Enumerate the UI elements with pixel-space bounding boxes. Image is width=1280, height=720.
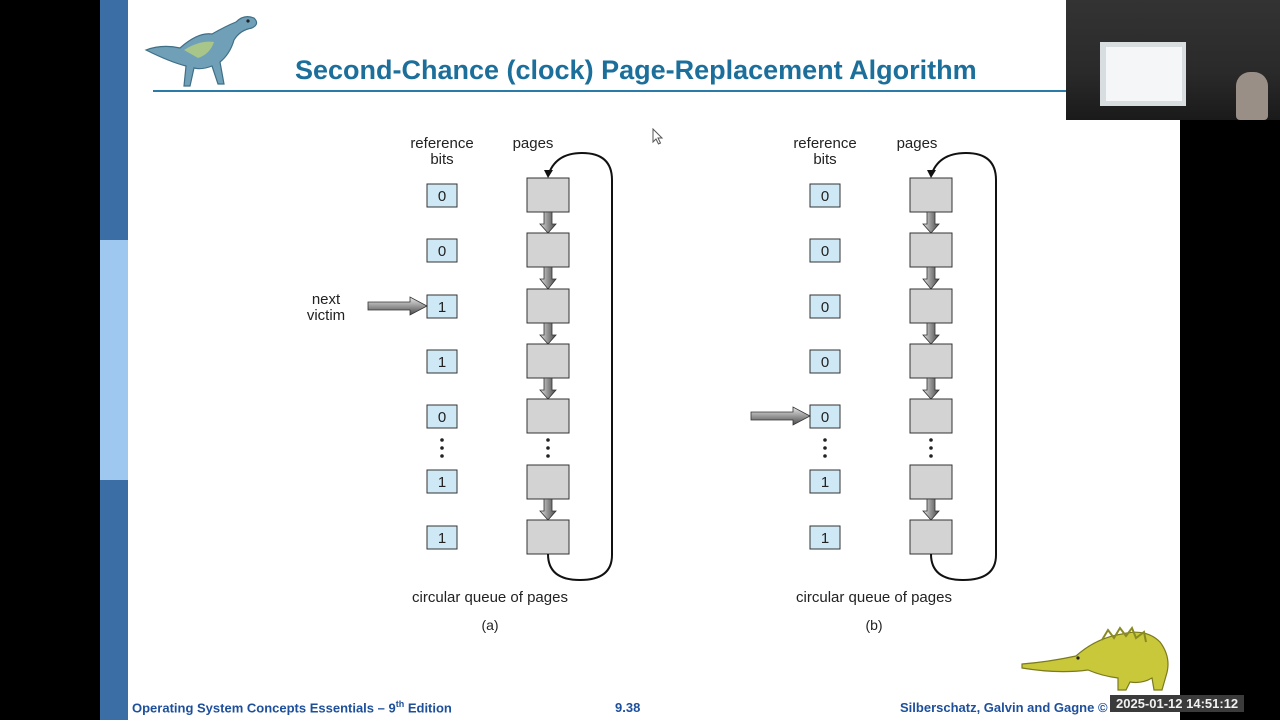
bit-box xyxy=(426,238,458,263)
bit-value: 0 xyxy=(438,188,446,205)
dinosaur-footer-icon xyxy=(1021,625,1169,691)
bit-box xyxy=(809,404,841,429)
page-box xyxy=(526,343,570,379)
next-victim-label-line2: victim xyxy=(307,307,345,324)
bit-value: 1 xyxy=(438,530,446,547)
footer-authors: Silberschatz, Galvin and Gagne © xyxy=(900,700,1108,715)
bit-box xyxy=(809,525,841,550)
bit-value: 1 xyxy=(438,354,446,371)
page-title: Second-Chance (clock) Page-Replacement A… xyxy=(295,55,977,85)
page-box xyxy=(909,398,953,434)
bit-box xyxy=(426,183,458,208)
sublabel-a: (a) xyxy=(481,617,498,633)
bit-box xyxy=(426,349,458,374)
bit-value: 0 xyxy=(821,409,829,426)
footer-book-name: Operating System Concepts Essentials – 9 xyxy=(132,700,396,715)
page-box xyxy=(526,288,570,324)
ref-bits-header-b: reference xyxy=(793,135,856,152)
bit-box xyxy=(426,525,458,550)
bit-value: 1 xyxy=(438,299,446,316)
bit-box xyxy=(809,469,841,494)
page-box xyxy=(909,519,953,555)
page-box xyxy=(909,288,953,324)
ref-bits-header-b-line2: bits xyxy=(813,151,836,168)
caption-b: circular queue of pages xyxy=(796,589,952,606)
page-box xyxy=(526,398,570,434)
bits-column-a: 0 0 1 1 0 1 1 xyxy=(426,183,458,550)
pointer-arrow-icon xyxy=(750,406,811,426)
ref-bits-header-a-line2: bits xyxy=(430,151,453,168)
next-victim-label: next xyxy=(312,291,341,308)
mouse-cursor-icon xyxy=(652,128,664,145)
sidebar-band-bottom xyxy=(100,480,128,720)
bit-value: 1 xyxy=(438,474,446,491)
bit-value: 0 xyxy=(438,243,446,260)
bit-value: 0 xyxy=(821,243,829,260)
bit-box xyxy=(426,294,458,319)
page-box xyxy=(909,464,953,500)
page-box xyxy=(909,177,953,213)
bit-box xyxy=(809,349,841,374)
pages-column-a xyxy=(526,151,613,582)
diagram-b: reference bits pages 0 0 0 0 0 1 1 xyxy=(750,135,997,633)
title-divider xyxy=(153,90,1083,92)
bit-box xyxy=(809,183,841,208)
bit-box xyxy=(809,238,841,263)
sidebar-band-top xyxy=(100,0,128,240)
caption-a: circular queue of pages xyxy=(412,589,568,606)
bit-value: 0 xyxy=(821,299,829,316)
page-box xyxy=(526,177,570,213)
footer-page-number: 9.38 xyxy=(615,700,641,715)
bit-value: 1 xyxy=(821,474,829,491)
page-box xyxy=(526,232,570,268)
sidebar-band-middle xyxy=(100,240,128,480)
ref-bits-header-a: reference xyxy=(410,135,473,152)
page-box xyxy=(909,343,953,379)
dinosaur-logo-icon xyxy=(144,16,258,87)
down-arrow-icon xyxy=(539,211,557,521)
footer-edition-sup: th xyxy=(395,698,405,709)
clock-algorithm-diagram: reference bits pages 0 0 1 1 0 1 1 xyxy=(307,135,997,633)
pages-header-a: pages xyxy=(513,135,554,152)
pages-header-b: pages xyxy=(897,135,938,152)
sublabel-b: (b) xyxy=(865,617,882,633)
page-box xyxy=(526,519,570,555)
diagram-a: reference bits pages 0 0 1 1 0 1 1 xyxy=(307,135,613,633)
webcam-feed xyxy=(1066,0,1280,120)
bits-column-b: 0 0 0 0 0 1 1 xyxy=(809,183,841,550)
webcam-projected-slide xyxy=(1106,47,1182,101)
bit-value: 1 xyxy=(821,530,829,547)
webcam-presenter xyxy=(1236,72,1268,120)
bit-value: 0 xyxy=(821,354,829,371)
circular-loop xyxy=(547,151,613,582)
page-box xyxy=(909,232,953,268)
bit-box xyxy=(426,404,458,429)
footer-book-title: Operating System Concepts Essentials – 9… xyxy=(132,699,452,715)
bit-value: 0 xyxy=(821,188,829,205)
pages-column-b xyxy=(909,151,997,582)
recording-timestamp: 2025-01-12 14:51:12 xyxy=(1110,695,1245,712)
bit-box xyxy=(426,469,458,494)
page-box xyxy=(526,464,570,500)
next-victim-arrow-icon xyxy=(367,296,428,316)
slide: Second-Chance (clock) Page-Replacement A… xyxy=(100,0,1180,720)
circular-loop xyxy=(930,151,997,582)
bit-value: 0 xyxy=(438,409,446,426)
bit-box xyxy=(809,294,841,319)
down-arrow-icon xyxy=(922,211,940,521)
footer-edition-text: Edition xyxy=(404,700,452,715)
